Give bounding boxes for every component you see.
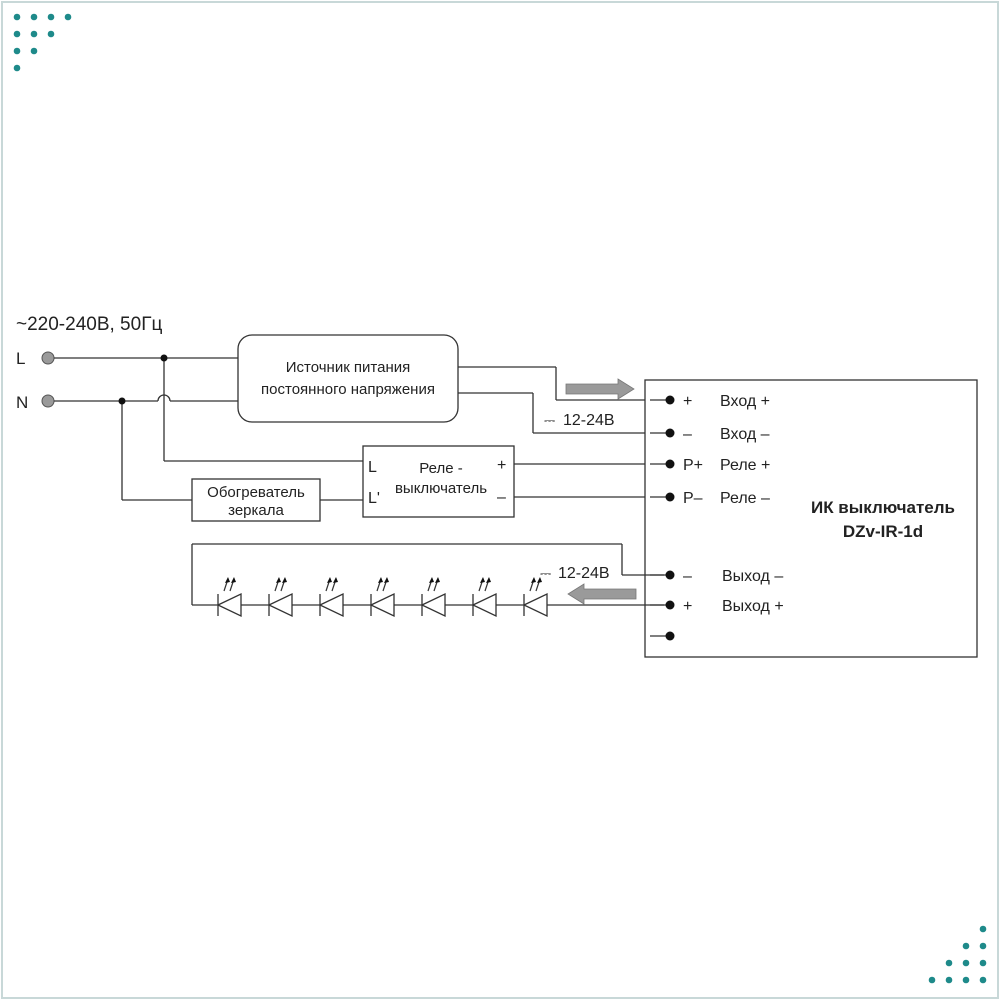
ir-switch-model: DZv-IR-1d: [843, 522, 923, 541]
decor-dot: [928, 976, 936, 984]
ir-switch-terminals: + Вход + – Вход – P+ Реле + P– Реле – – Выход – + В…: [650, 393, 784, 641]
mains-neutral-label: N: [16, 393, 28, 412]
terminal-dot: [665, 459, 675, 469]
mains-line-label: L: [16, 349, 25, 368]
terminal-dot: [665, 600, 675, 610]
decor-dots-top-left: [13, 13, 72, 72]
power-supply-box: [237, 334, 459, 423]
terminal-pin: +: [683, 393, 692, 410]
terminal-pin: P–: [683, 490, 703, 507]
terminal-dot: [665, 631, 675, 641]
ir-switch-box: [644, 379, 978, 658]
terminal-dot: [665, 492, 675, 502]
psu-dc-voltage: 12-24В: [563, 412, 615, 429]
decor-dot: [945, 976, 953, 984]
terminal-label: Выход –: [722, 568, 783, 585]
terminal-label: Вход –: [720, 426, 770, 443]
led: [471, 577, 497, 618]
mains-wires: [54, 354, 363, 501]
relay-input-l-prime: L': [368, 490, 380, 507]
relay-output-wires: [514, 463, 664, 498]
decor-dots-bottom-right: [928, 925, 987, 984]
terminal-pin: –: [683, 568, 692, 585]
relay-output-plus: +: [497, 457, 506, 474]
terminal-dot: [665, 570, 675, 580]
decor-dot: [13, 13, 21, 21]
led-dc-voltage: 12-24В: [558, 565, 610, 582]
decor-dot: [13, 30, 21, 38]
terminal-pin: +: [683, 598, 692, 615]
terminal-label: Реле +: [720, 457, 770, 474]
psu-flow-arrow: [565, 378, 635, 400]
decor-dot: [64, 13, 72, 21]
led: [216, 577, 242, 618]
led-dc-symbol: ⎓: [540, 565, 551, 581]
decor-dot: [47, 13, 55, 21]
decor-dot: [979, 976, 987, 984]
ir-switch-name: ИК выключатель: [811, 498, 955, 517]
heater-box: [191, 478, 321, 522]
decor-dot: [30, 47, 38, 55]
terminal-label: Вход +: [720, 393, 770, 410]
led: [522, 577, 548, 618]
decor-dot: [945, 959, 953, 967]
terminal-dot: [665, 428, 675, 438]
relay-input-l: L: [368, 459, 377, 476]
led: [318, 577, 344, 618]
terminal-label: Реле –: [720, 490, 770, 507]
terminal-label: Выход +: [722, 598, 784, 615]
heater-label-2: зеркала: [228, 502, 284, 519]
led: [369, 577, 395, 618]
led-flow-arrow: [567, 583, 637, 605]
terminal-pin: –: [683, 426, 692, 443]
decor-dot: [47, 30, 55, 38]
relay-box: [362, 445, 515, 518]
led: [267, 577, 293, 618]
decor-dot: [962, 942, 970, 950]
heater-label-1: Обогреватель: [207, 484, 305, 501]
psu-output-wires: [458, 366, 664, 434]
decor-dot: [962, 959, 970, 967]
decor-dot: [979, 925, 987, 933]
led-strip: [216, 577, 548, 618]
relay-label-1: Реле -: [419, 460, 462, 477]
relay-label-2: выключатель: [395, 480, 487, 497]
decor-dot: [13, 47, 21, 55]
decor-dot: [962, 976, 970, 984]
led: [420, 577, 446, 618]
psu-dc-symbol: ⎓: [544, 412, 555, 428]
decor-dot: [13, 64, 21, 72]
mains-voltage-label: ~220-240В, 50Гц: [16, 314, 162, 335]
relay-output-minus: –: [497, 489, 506, 506]
power-supply-label-2: постоянного напряжения: [261, 381, 435, 398]
mains-line-terminal: [41, 351, 55, 365]
power-supply-label-1: Источник питания: [286, 359, 411, 376]
mains-neutral-terminal: [41, 394, 55, 408]
terminal-dot: [665, 395, 675, 405]
decor-dot: [30, 30, 38, 38]
decor-dot: [30, 13, 38, 21]
decor-dot: [979, 959, 987, 967]
decor-dot: [979, 942, 987, 950]
terminal-pin: P+: [683, 457, 703, 474]
